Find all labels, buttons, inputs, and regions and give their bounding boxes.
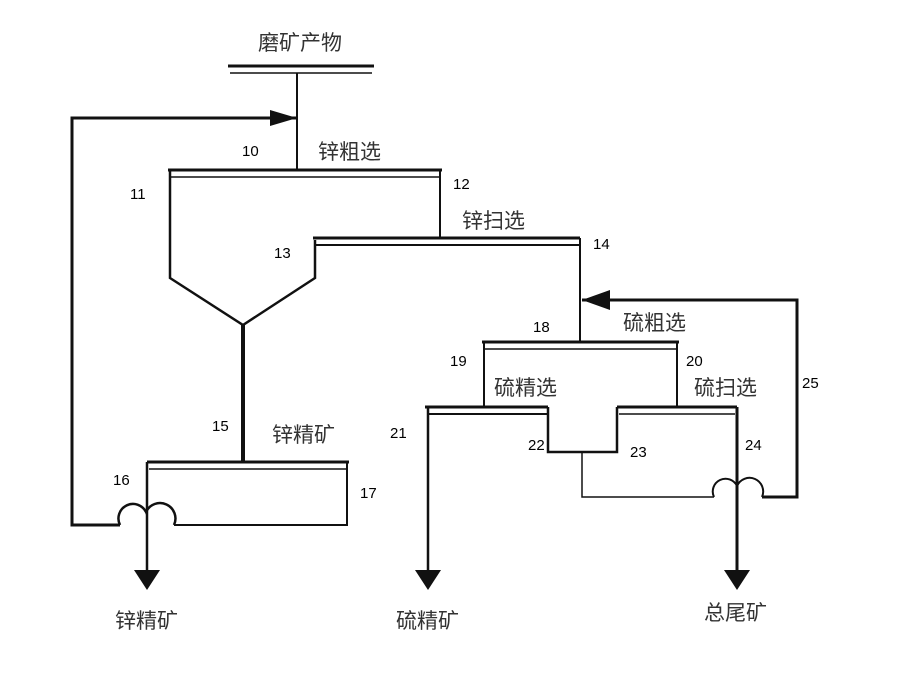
zinc-scavenger-label: 锌扫选 — [462, 209, 525, 233]
sulfur-scavenger-cell — [617, 405, 750, 590]
sulfur-rougher-cell — [482, 340, 679, 407]
label-23: 23 — [630, 444, 647, 461]
label-25: 25 — [802, 375, 819, 392]
sulfur-recycle-line — [581, 290, 799, 499]
sulfur-rougher-label: 硫粗选 — [623, 311, 686, 335]
label-18: 18 — [533, 319, 550, 336]
label-17: 17 — [360, 485, 377, 502]
sulfur-concentrate-product: 硫精矿 — [396, 609, 459, 633]
label-21: 21 — [390, 425, 407, 442]
label-15: 15 — [212, 418, 229, 435]
arrow-down-icon — [724, 570, 750, 590]
feed-title: 磨矿产物 — [258, 31, 342, 55]
arrow-down-icon — [134, 570, 160, 590]
label-20: 20 — [686, 353, 703, 370]
sulfur-cleaner-cell — [415, 405, 619, 590]
label-11: 11 — [130, 186, 146, 203]
zinc-rougher-cell — [168, 168, 442, 327]
arrow-right-icon — [270, 110, 297, 126]
label-14: 14 — [593, 236, 610, 253]
feed-bar — [228, 64, 374, 170]
zinc-concentrate-product: 锌精矿 — [115, 609, 178, 633]
arrow-down-icon — [415, 570, 441, 590]
label-12: 12 — [453, 176, 470, 193]
label-24: 24 — [745, 437, 762, 454]
label-13: 13 — [274, 245, 291, 262]
zinc-concentrate-stage-label: 锌精矿 — [272, 423, 335, 447]
sulfur-scavenger-label: 硫扫选 — [694, 376, 757, 400]
sulfur-cleaner-label: 硫精选 — [494, 376, 557, 400]
zinc-scavenger-cell — [313, 236, 581, 342]
label-22: 22 — [528, 437, 545, 454]
label-10: 10 — [242, 143, 259, 160]
label-19: 19 — [450, 353, 467, 370]
zinc-concentrate-box — [134, 460, 349, 590]
zinc-rougher-label: 锌粗选 — [318, 140, 381, 164]
label-16: 16 — [113, 472, 130, 489]
total-tailings-product: 总尾矿 — [704, 601, 767, 625]
arrow-left-icon — [582, 290, 610, 310]
